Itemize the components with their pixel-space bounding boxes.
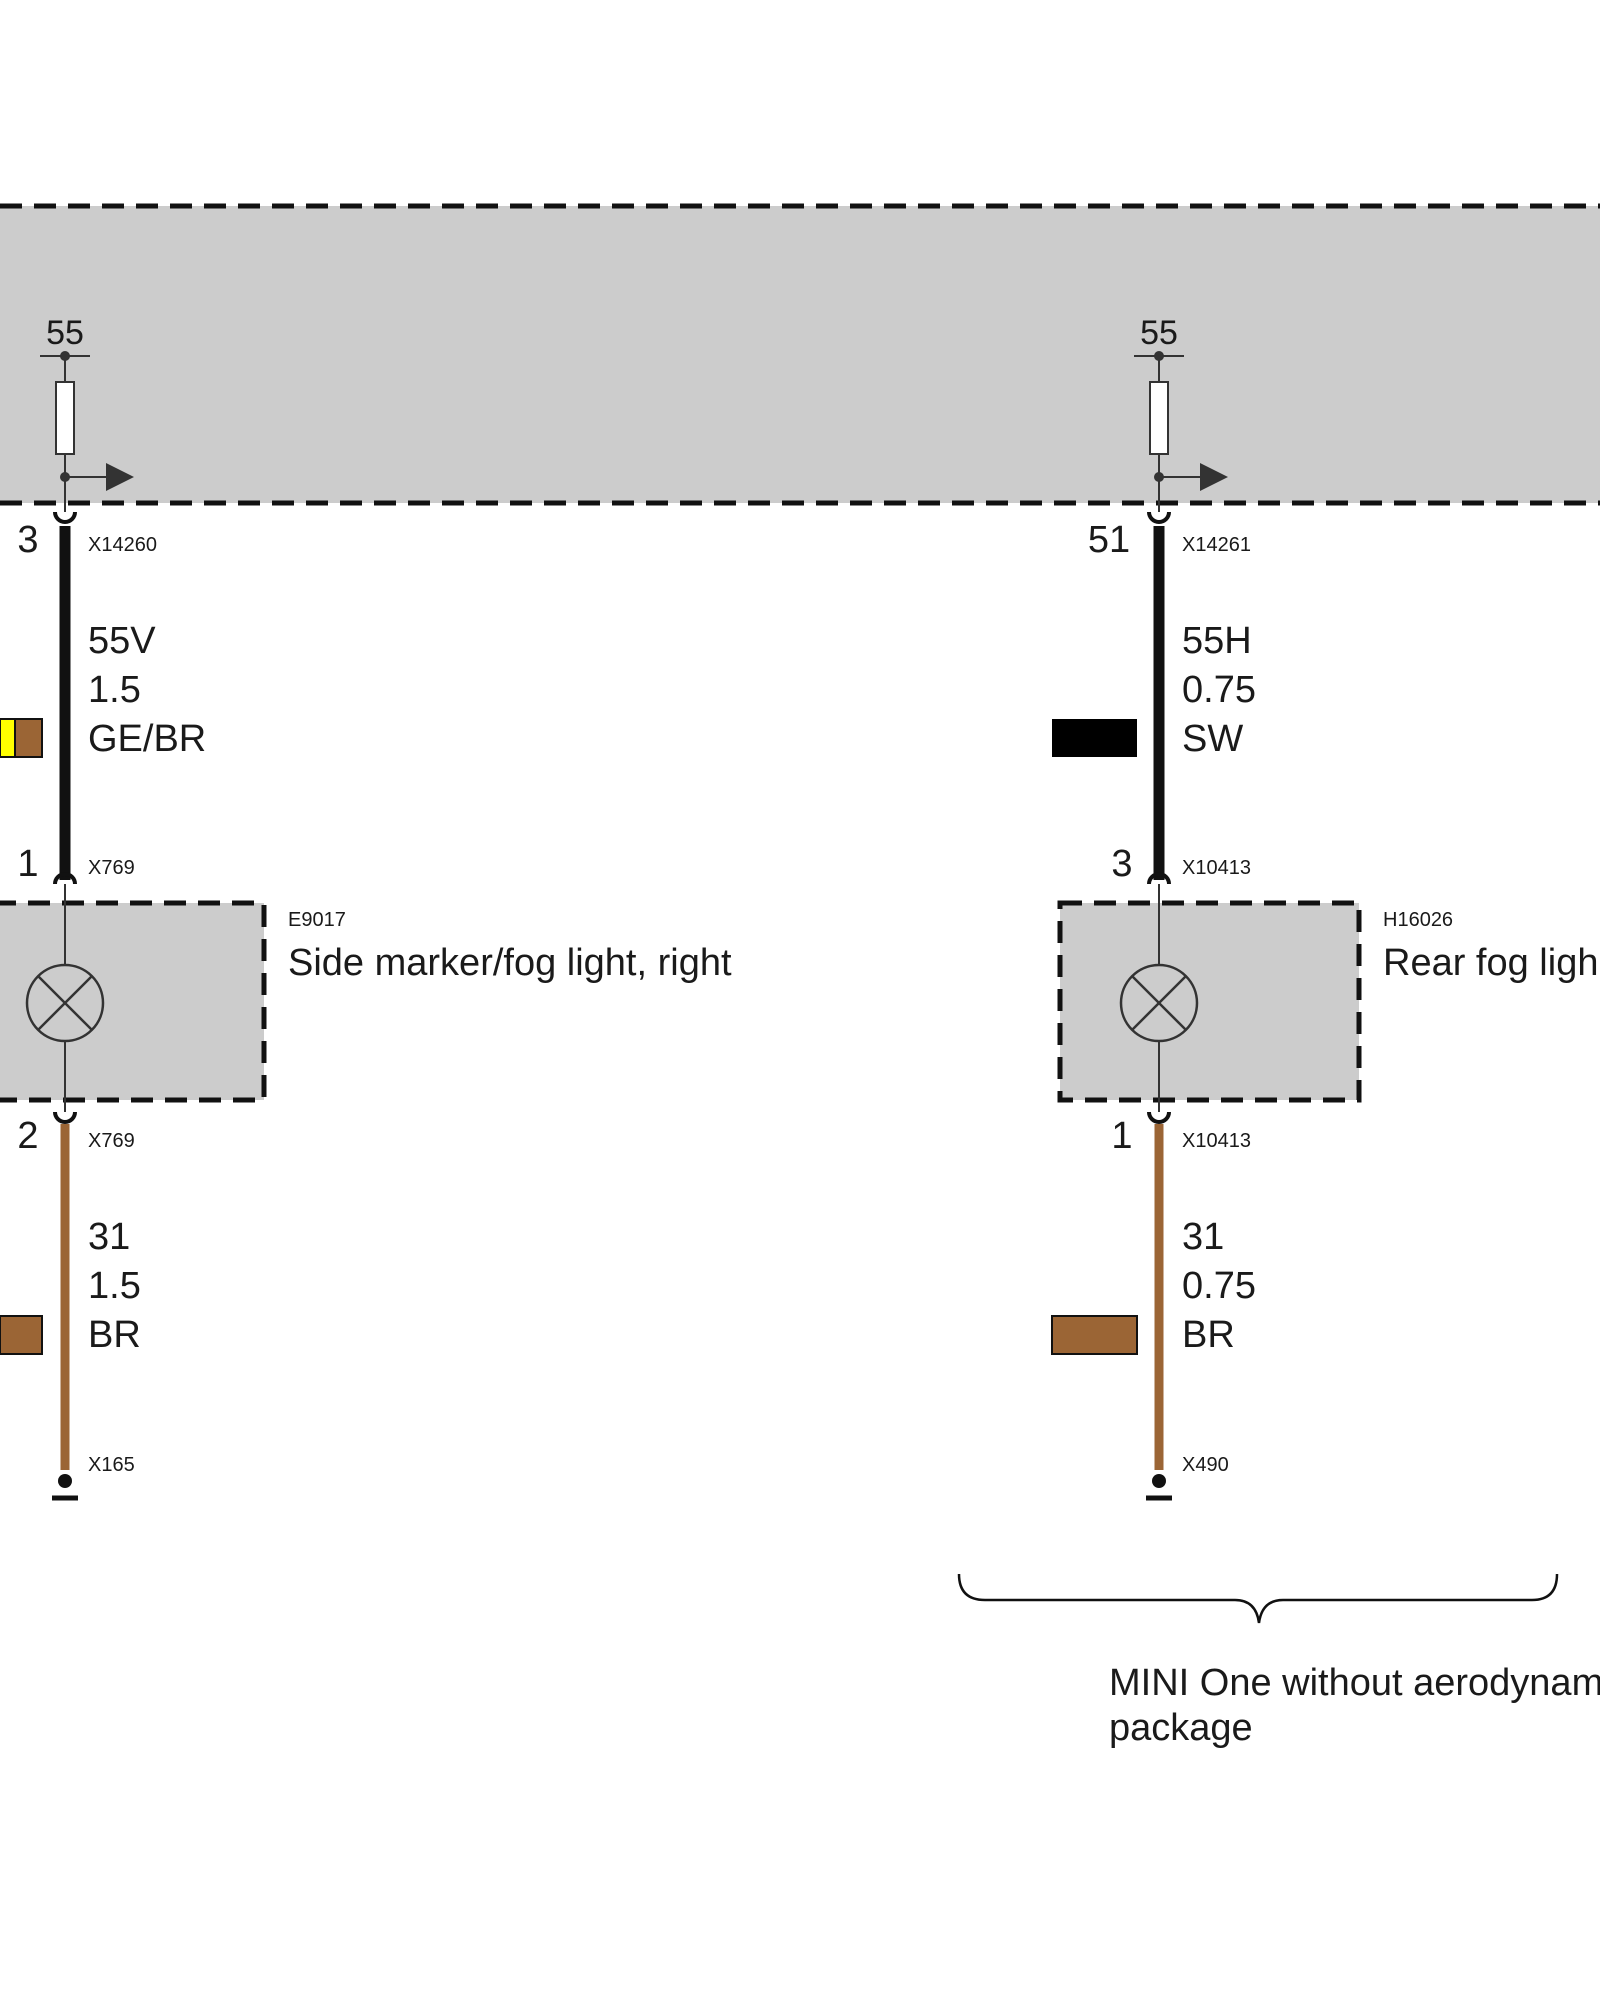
left-fuse-number: 55 (46, 314, 84, 352)
left-output-arrow-icon (106, 463, 134, 491)
right-output-arrow-icon (1200, 463, 1228, 491)
left-lamp-cross-b (37, 975, 93, 1031)
right-top-connector: X14261 (1182, 534, 1251, 556)
right-wire-bottom-color-code: BR (1182, 1314, 1235, 1356)
left-wire-top-color-swatch (0, 718, 43, 758)
right-fuse-number: 55 (1140, 314, 1178, 352)
left-fuse-icon (55, 381, 75, 455)
right-ground-icon (1146, 1474, 1172, 1501)
left-lamp-top-socket-icon (53, 872, 77, 885)
left-circuit: 55 3 X14260 55V 1.5 GE/BR 1 X769 (0, 314, 732, 1501)
left-wire-bottom-signal: 31 (88, 1216, 130, 1258)
right-lamp-bottom-connector: X10413 (1182, 1130, 1251, 1152)
left-lamp-top-connector: X769 (88, 857, 135, 879)
left-wire-bottom-color-code: BR (88, 1314, 141, 1356)
left-swatch-yellow (0, 718, 16, 758)
right-circuit: 55 51 X14261 55H 0.75 SW 3 X10413 (1051, 314, 1598, 1501)
right-lamp-bottom-pin: 1 (1111, 1115, 1132, 1157)
right-lamp-top-socket-icon (1147, 872, 1171, 885)
left-top-pin: 3 (17, 519, 38, 561)
right-wire-bottom-color-swatch (1051, 1315, 1138, 1355)
variant-note-line1: MINI One without aerodynam (1109, 1662, 1600, 1704)
right-lamp-component: H16026 Rear fog ligh (1057, 884, 1598, 1112)
right-lamp-top-connector: X10413 (1182, 857, 1251, 879)
control-module-body (0, 206, 1600, 503)
left-lamp-box (0, 900, 267, 1103)
left-wire-bottom-color-swatch (0, 1315, 43, 1355)
right-wire-top-color-code: SW (1182, 718, 1243, 760)
control-module (0, 203, 1600, 506)
left-lamp-bottom-connector: X769 (88, 1130, 135, 1152)
left-component-id: E9017 (288, 909, 346, 931)
left-component-name: Side marker/fog light, right (288, 942, 732, 984)
variant-note-line2: package (1109, 1707, 1253, 1749)
left-wire-bottom-size: 1.5 (88, 1265, 141, 1307)
left-fuse: 55 (40, 314, 134, 512)
left-top-connector: X14260 (88, 534, 157, 556)
left-lamp-top-pin: 1 (17, 843, 38, 885)
right-ground-connector: X490 (1182, 1454, 1229, 1476)
right-wire-top-size: 0.75 (1182, 669, 1256, 711)
left-lamp-bottom-pin: 2 (17, 1115, 38, 1157)
right-top-socket-icon (1147, 511, 1171, 524)
right-wire-top-signal: 55H (1182, 620, 1252, 662)
left-top-socket-icon (53, 511, 77, 524)
right-fuse: 55 (1134, 314, 1228, 512)
left-wire-top-signal: 55V (88, 620, 156, 662)
right-lamp-box (1057, 900, 1362, 1103)
right-component-id: H16026 (1383, 909, 1453, 931)
right-wire-bottom-signal: 31 (1182, 1216, 1224, 1258)
right-wire-bottom-size: 0.75 (1182, 1265, 1256, 1307)
right-fuse-icon (1149, 381, 1169, 455)
left-swatch-brown (14, 718, 43, 758)
right-top-pin: 51 (1088, 519, 1130, 561)
left-ground-icon (52, 1474, 78, 1501)
variant-brace-icon (957, 1573, 1559, 1624)
right-lamp-top-pin: 3 (1111, 843, 1132, 885)
left-lamp-bottom-socket-icon (53, 1111, 77, 1124)
left-wire-top-color-code: GE/BR (88, 718, 206, 760)
right-wire-top-color-swatch (1052, 719, 1137, 757)
right-lamp-bottom-socket-icon (1147, 1111, 1171, 1124)
right-lamp-cross-b (1131, 975, 1187, 1031)
left-ground-dot (58, 1474, 72, 1488)
right-ground-dot (1152, 1474, 1166, 1488)
left-wire-top-size: 1.5 (88, 669, 141, 711)
right-component-name: Rear fog ligh (1383, 942, 1598, 984)
left-lamp-component: E9017 Side marker/fog light, right (0, 884, 732, 1112)
left-ground-connector: X165 (88, 1454, 135, 1476)
